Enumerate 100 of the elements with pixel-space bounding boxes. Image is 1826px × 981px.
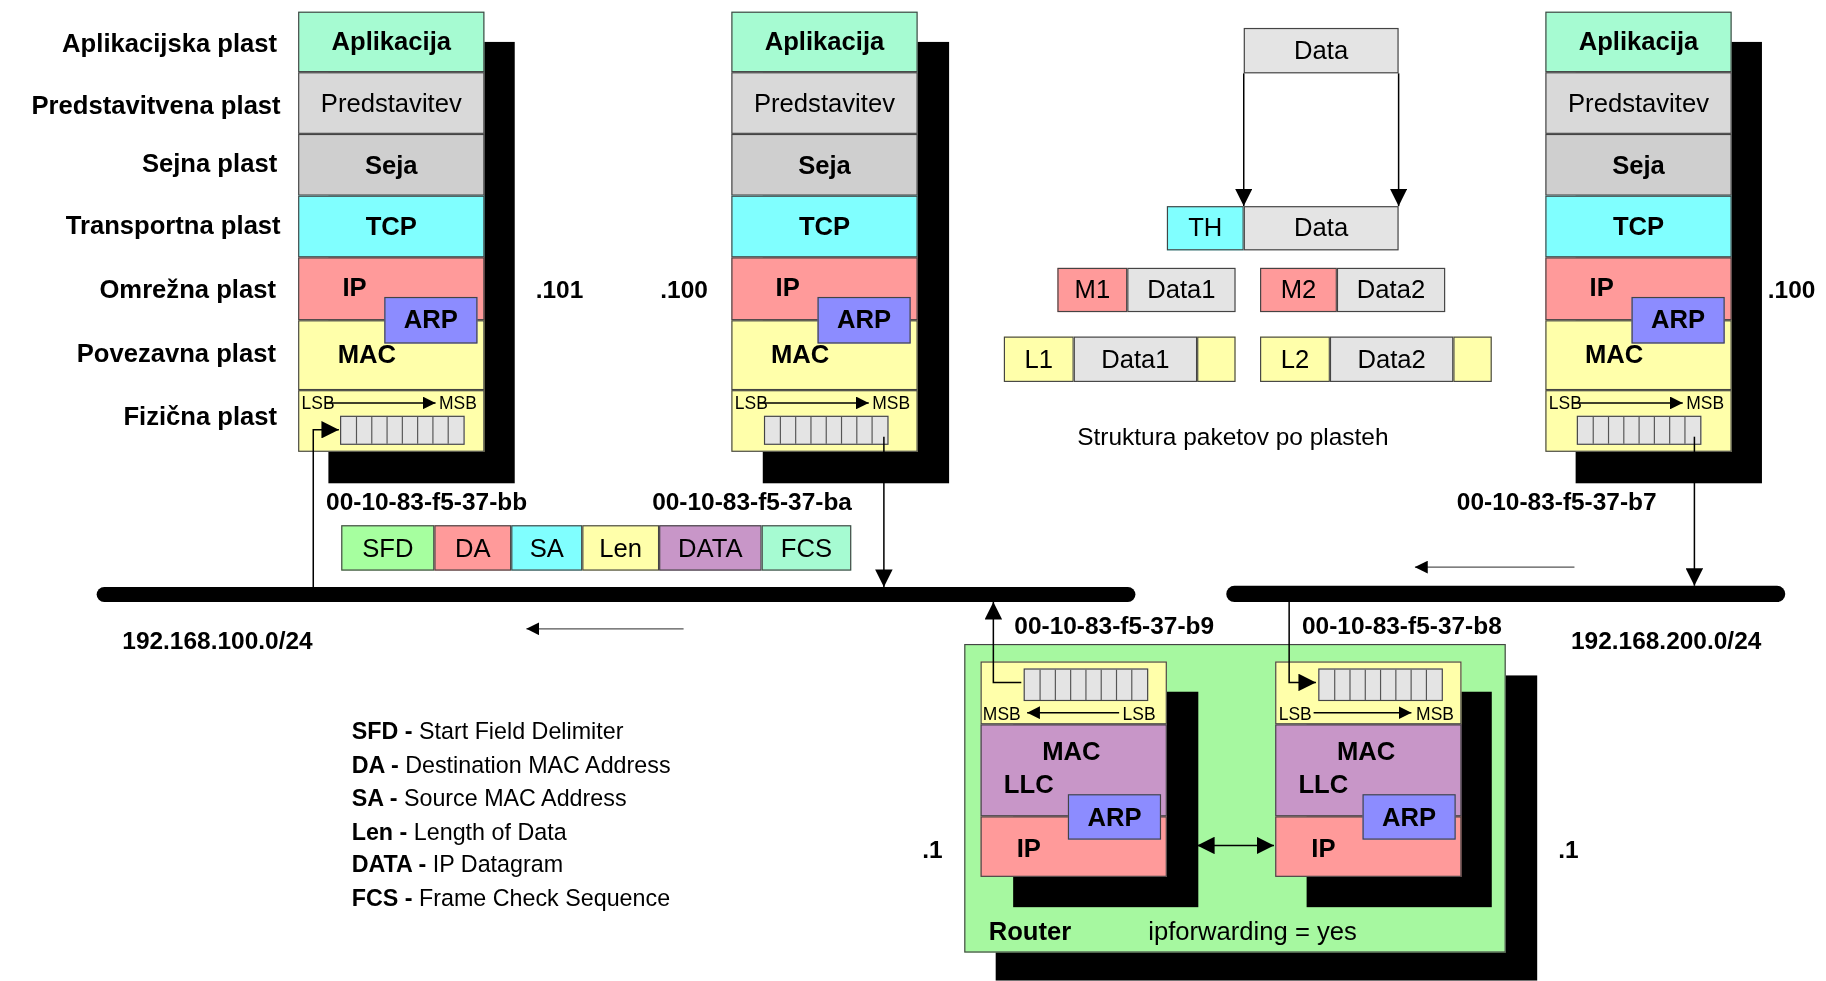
- mac-address: 00-10-83-f5-37-bb: [326, 487, 528, 516]
- host-address: .100: [1767, 276, 1816, 304]
- field-label: L1: [1024, 344, 1053, 374]
- layer-box: [298, 195, 485, 258]
- layer-name: Predstavitev: [320, 88, 462, 118]
- arrow: [1685, 435, 1704, 587]
- field-label: Data2: [1357, 344, 1426, 374]
- physical-layer-box: [1545, 390, 1732, 452]
- layer-name: LLC: [1298, 769, 1349, 800]
- layer-name: ARP: [837, 305, 892, 335]
- field-label: Data2: [1356, 275, 1426, 305]
- bit-order-label: MSB: [872, 392, 911, 414]
- packet-field: [1260, 267, 1337, 313]
- packet-field: [1073, 336, 1198, 382]
- bit-order-label: LSB: [734, 392, 768, 414]
- abbreviation-note: Len - Length of Data: [351, 817, 567, 846]
- field-label: Data: [1294, 213, 1349, 243]
- layer-box: [731, 72, 918, 134]
- bit-order-label: MSB: [982, 703, 1021, 725]
- packet-field: [1057, 267, 1128, 313]
- mac-address: 00-10-83-f5-37-ba: [652, 487, 852, 516]
- network-address: 192.168.200.0/24: [1570, 626, 1762, 655]
- caption: Struktura paketov po plasteh: [1077, 422, 1389, 451]
- layer-name: MAC: [770, 340, 830, 370]
- layer-name: IP: [1016, 833, 1041, 864]
- field-label: M1: [1074, 275, 1111, 305]
- router-text: ipforwarding = yes: [1148, 916, 1357, 946]
- field-label: DATA: [678, 533, 743, 563]
- bit-order-label: LSB: [1122, 703, 1156, 725]
- layer-name: MAC: [1042, 737, 1101, 767]
- layer-name: TCP: [1612, 211, 1665, 242]
- bit-order-label: LSB: [301, 392, 335, 414]
- abbreviation-note: DA - Destination MAC Address: [351, 751, 671, 780]
- layer-box: [1545, 72, 1732, 134]
- packet-field: [1243, 206, 1399, 251]
- layer-name: Aplikacija: [764, 27, 885, 57]
- bit-register: [763, 415, 889, 445]
- bit-order-label: MSB: [1416, 703, 1454, 725]
- arp-box: [384, 296, 478, 344]
- frame-field: [761, 525, 852, 571]
- arrow: [1288, 601, 1317, 692]
- physical-layer-box: [1275, 661, 1462, 725]
- abbreviation-note: FCS - Frame Check Sequence: [351, 884, 671, 912]
- layer-name: MAC: [1336, 737, 1396, 767]
- double-arrow: [1196, 836, 1275, 855]
- field-label: Data1: [1101, 344, 1170, 374]
- layer-name: Aplikacija: [1578, 27, 1699, 57]
- bit-register: [1318, 668, 1443, 702]
- layer-label: Aplikacijska plast: [62, 30, 278, 59]
- bit-register: [1023, 668, 1149, 702]
- layer-name: MAC: [1584, 340, 1644, 370]
- layer-name: IP: [1311, 833, 1336, 864]
- arrow: [1235, 72, 1253, 207]
- arp-box: [817, 296, 911, 344]
- layer-name: IP: [775, 272, 800, 302]
- bit-order-label: LSB: [1278, 703, 1312, 725]
- layer-name: Seja: [364, 150, 418, 180]
- bit-order-label: MSB: [1686, 392, 1725, 414]
- layer-box: [298, 133, 485, 196]
- arrow: [984, 601, 1023, 684]
- field-label: SA: [529, 533, 564, 563]
- network-bus: [1226, 585, 1786, 603]
- layer-label: Sejna plast: [141, 150, 278, 179]
- field-label: Data1: [1147, 275, 1216, 305]
- layer-label: Transportna plast: [65, 211, 281, 240]
- layer-name: MAC: [337, 340, 397, 370]
- packet-field: [1260, 336, 1330, 382]
- arp-box: [1631, 296, 1725, 344]
- layer-box: [1545, 133, 1732, 196]
- bit-register: [340, 415, 465, 445]
- layer-name: TCP: [365, 211, 417, 242]
- arp-box: [1067, 794, 1162, 840]
- layer-name: Seja: [798, 150, 851, 180]
- field-label: Data: [1294, 35, 1349, 66]
- physical-layer-box: [298, 390, 485, 452]
- field-label: Len: [599, 533, 643, 563]
- abbreviation-note: SA - Source MAC Address: [351, 783, 627, 812]
- packet-field: [1197, 336, 1236, 382]
- layer-label: Fizična plast: [123, 402, 278, 431]
- packet-field: [1243, 27, 1399, 74]
- layer-box: [298, 72, 485, 134]
- router-box: [964, 644, 1506, 953]
- packet-field: [1329, 336, 1454, 382]
- abbreviation-note: DATA - IP Datagram: [351, 850, 564, 879]
- bit-order-label: MSB: [439, 392, 477, 414]
- field-label: DA: [455, 533, 491, 563]
- field-label: L2: [1280, 344, 1310, 374]
- layer-name: Predstavitev: [754, 88, 895, 118]
- packet-field: [1453, 336, 1492, 382]
- field-label: TH: [1188, 213, 1223, 243]
- layer-box: [731, 133, 918, 196]
- layer-name: ARP: [1651, 305, 1706, 335]
- layer-label: Predstavitvena plast: [31, 92, 281, 120]
- frame-field: [434, 525, 512, 571]
- packet-field: [1127, 267, 1236, 313]
- network-address: 192.168.100.0/24: [122, 626, 313, 655]
- layer-label: Omrežna plast: [99, 276, 276, 304]
- layer-name: IP: [1589, 272, 1614, 302]
- arrow: [1389, 72, 1408, 207]
- layer-name: Aplikacija: [331, 27, 452, 57]
